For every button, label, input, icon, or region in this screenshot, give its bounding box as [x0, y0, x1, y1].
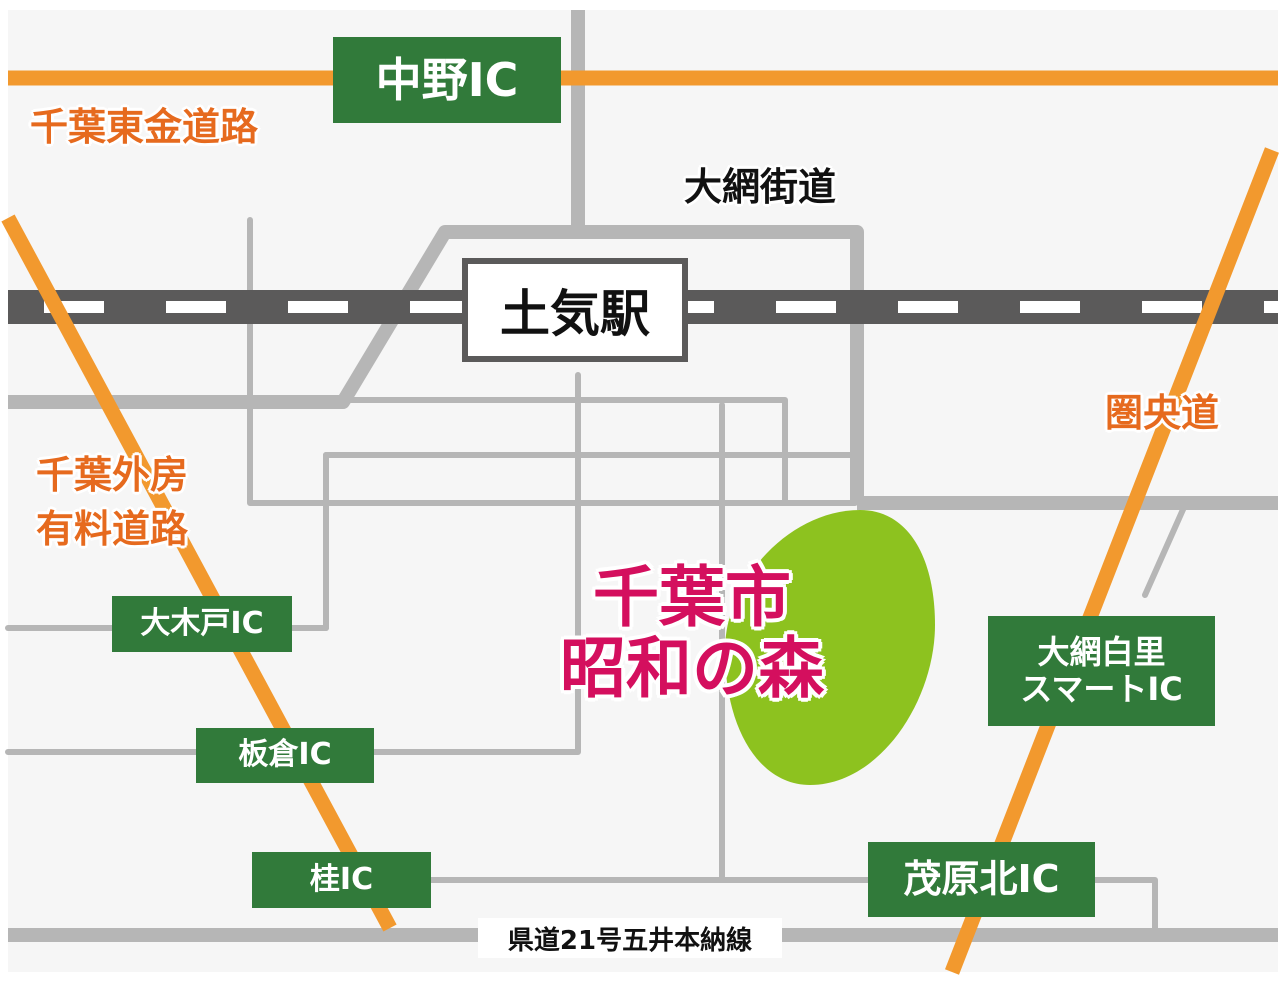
destination-label: 千葉市 昭和の森 [560, 562, 824, 705]
oami-shirasato-smart-ic-box: 大網白里 スマートIC [988, 616, 1215, 726]
oami-shirasato-smart-ic-line1: 大網白里 [1037, 633, 1166, 672]
sotobo-toll-road-label-line1: 千葉外房 [36, 453, 189, 497]
sotobo-toll-road-label-line2: 有料道路 [36, 507, 189, 551]
local-road-smart-ic-access [1142, 502, 1188, 598]
tokane-expressway-label: 千葉東金道路 [30, 105, 259, 149]
itakura-ic-box: 板倉IC [196, 728, 374, 783]
local-road-katsura [392, 877, 1158, 931]
nakano-ic-box: 中野IC [333, 37, 561, 123]
expressways [1, 70, 1279, 975]
okido-ic-box: 大木戸IC [112, 596, 292, 652]
park-area [725, 510, 935, 785]
destination-label-line2: 昭和の森 [560, 630, 824, 708]
oami-shirasato-smart-ic-line2: スマートIC [1020, 670, 1183, 708]
toke-station-box: 土気駅 [462, 258, 688, 362]
kenodo-label: 圏央道 [1105, 391, 1220, 435]
sotobo-toll-road [1, 214, 397, 932]
destination-label-line1: 千葉市 [593, 559, 791, 636]
toke-station-label: 土気駅 [468, 264, 682, 356]
kenodo-expressway [945, 147, 1279, 975]
katsura-ic-box: 桂IC [252, 852, 431, 908]
map-background [8, 10, 1278, 972]
local-road-south-of-station [327, 397, 788, 506]
oami-kaido-label: 大網街道 [684, 165, 837, 209]
route21-label: 県道21号五井本納線 [478, 918, 782, 958]
mobara-kita-ic-box: 茂原北IC [868, 842, 1095, 917]
